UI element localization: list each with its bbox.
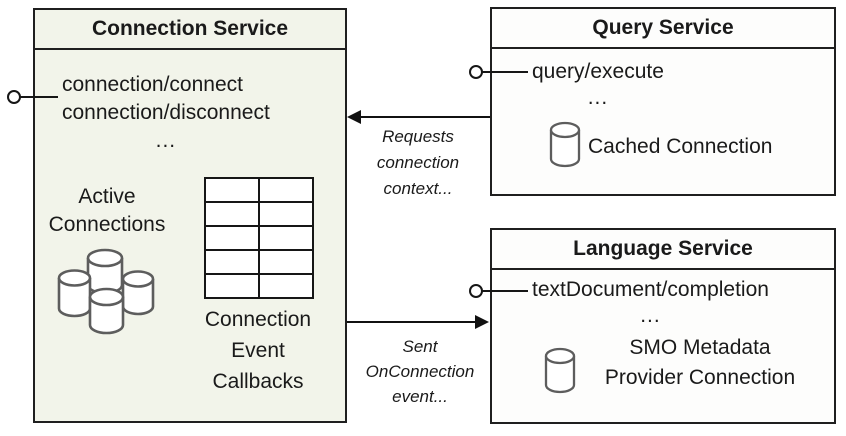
connection-service-box: Connection Service connection/connect co…: [33, 8, 347, 423]
table-cell: [205, 274, 259, 298]
connection-service-interface-icon: [7, 90, 21, 104]
table-cell: [259, 274, 313, 298]
requests-arrow-head-icon: [347, 110, 361, 124]
query-service-method-list: query/execute ...: [532, 59, 664, 111]
table-cell: [205, 250, 259, 274]
connection-service-interface-line: [20, 96, 58, 98]
callback-table-graphic: [204, 177, 314, 299]
method-connection-disconnect: connection/disconnect: [62, 101, 270, 124]
table-cell: [259, 250, 313, 274]
language-service-method-list: textDocument/completion ...: [532, 277, 769, 329]
table-cell: [205, 226, 259, 250]
requests-arrow-label: Requests connection context...: [376, 127, 460, 198]
query-service-interface-line: [482, 71, 528, 73]
sent-arrow-label: Sent OnConnection event...: [365, 337, 475, 406]
ellipsis-text: ...: [155, 129, 177, 152]
sent-arrow-line: [347, 321, 477, 323]
sent-arrow-head-icon: [475, 315, 489, 329]
database-icon: [544, 347, 576, 394]
table-cell: [259, 226, 313, 250]
query-service-interface-icon: [469, 65, 483, 79]
connection-service-method-list: connection/connect connection/disconnect…: [62, 71, 270, 155]
requests-arrow-line: [358, 116, 490, 118]
connection-event-callbacks-label: Connection Event Callbacks: [204, 308, 312, 393]
table-cell: [259, 202, 313, 226]
language-service-title: Language Service: [492, 230, 834, 270]
table-cell: [205, 178, 259, 202]
table-cell: [205, 202, 259, 226]
method-connection-connect: connection/connect: [62, 73, 243, 96]
ellipsis-text: ...: [587, 86, 609, 109]
query-service-box: Query Service query/execute ... Cached C…: [490, 7, 836, 196]
language-service-interface-icon: [469, 284, 483, 298]
language-service-interface-line: [482, 290, 528, 292]
database-cluster-icon: [57, 248, 155, 335]
language-service-box: Language Service textDocument/completion…: [490, 228, 836, 424]
database-icon: [549, 121, 581, 168]
active-connections-label: Active Connections: [48, 185, 166, 236]
method-textdocument-completion: textDocument/completion: [532, 278, 769, 301]
cached-connection-label: Cached Connection: [588, 135, 773, 158]
ellipsis-text: ...: [640, 304, 661, 327]
table-cell: [259, 178, 313, 202]
connection-service-title: Connection Service: [35, 10, 345, 50]
query-service-title: Query Service: [492, 9, 834, 49]
method-query-execute: query/execute: [532, 60, 664, 83]
smo-metadata-connection-label: SMO Metadata Provider Connection: [604, 336, 796, 389]
